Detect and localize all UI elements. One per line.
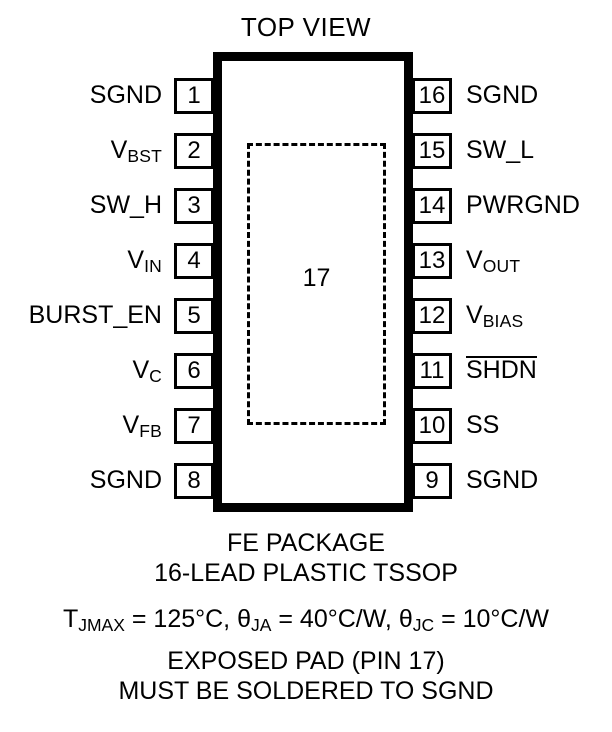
pin-box-3[interactable]: 3 xyxy=(174,188,214,224)
pin-label-overline: SHDN xyxy=(466,356,537,384)
theta-jc-symbol: θ xyxy=(398,605,413,633)
pin-label-14: PWRGND xyxy=(466,190,580,220)
pin-box-10[interactable]: 10 xyxy=(412,408,452,444)
pin-box-7[interactable]: 7 xyxy=(174,408,214,444)
tjmax-subscript: JMAX xyxy=(78,615,125,636)
pin-label-text: V xyxy=(466,246,483,274)
pin-label-subscript: FB xyxy=(139,421,162,442)
pin-label-text: V xyxy=(132,356,150,384)
pin-box-12[interactable]: 12 xyxy=(412,298,452,334)
pin-number: 1 xyxy=(187,82,201,109)
pin-label-8: SGND xyxy=(90,465,162,495)
caption-solder-note: MUST BE SOLDERED TO SGND xyxy=(118,677,494,705)
pin-label-text: SGND xyxy=(466,466,539,494)
pin-number: 13 xyxy=(418,247,446,274)
caption-package-name: FE PACKAGE xyxy=(227,529,385,557)
pin-number: 5 xyxy=(187,302,201,329)
pin-box-8[interactable]: 8 xyxy=(174,463,214,499)
pin-box-6[interactable]: 6 xyxy=(174,353,214,389)
exposed-pad-number: 17 xyxy=(302,264,331,292)
pin-label-5: BURST_EN xyxy=(29,300,162,330)
page-title: TOP VIEW xyxy=(240,12,372,42)
pin-label-15: SW_L xyxy=(466,135,534,165)
pin-label-9: SGND xyxy=(466,465,538,495)
pin-number: 8 xyxy=(187,467,201,494)
theta-ja-symbol: θ xyxy=(237,605,251,633)
pin-label-11: SHDN xyxy=(466,355,537,385)
pin-number: 6 xyxy=(187,357,201,384)
pin-label-text: SGND xyxy=(89,81,162,109)
pin-label-subscript: BST xyxy=(127,146,162,167)
tjmax-value: = 125°C, xyxy=(124,605,238,633)
caption-exposed-pad-note: EXPOSED PAD (PIN 17) xyxy=(167,647,445,675)
caption-package-type: 16-LEAD PLASTIC TSSOP xyxy=(154,559,458,587)
pin-label-12: VBIAS xyxy=(466,300,523,332)
pin-box-11[interactable]: 11 xyxy=(412,353,452,389)
pin-box-14[interactable]: 14 xyxy=(412,188,452,224)
pin-box-16[interactable]: 16 xyxy=(412,78,452,114)
pin-label-10: SS xyxy=(466,410,499,440)
pin-label-7: VFB xyxy=(123,410,162,442)
pin-label-text: SGND xyxy=(89,466,162,494)
pin-number: 9 xyxy=(425,467,439,494)
pin-label-text: BURST_EN xyxy=(28,301,162,329)
pin-label-2: VBST xyxy=(111,135,162,167)
pin-number: 14 xyxy=(418,192,446,219)
pin-label-text: V xyxy=(110,136,128,164)
pin-label-text: SS xyxy=(466,411,500,439)
pin-number: 7 xyxy=(187,412,201,439)
theta-jc-value: = 10°C/W xyxy=(434,605,550,633)
pin-number: 10 xyxy=(418,412,446,439)
pin-number: 11 xyxy=(419,357,445,384)
pin-box-13[interactable]: 13 xyxy=(412,243,452,279)
pin-box-1[interactable]: 1 xyxy=(174,78,214,114)
pin-label-text: SGND xyxy=(466,81,539,109)
pin-number: 3 xyxy=(187,192,201,219)
package-body-outline xyxy=(213,52,413,512)
theta-jc-subscript: JC xyxy=(412,615,435,636)
pin-label-subscript: BIAS xyxy=(482,311,524,332)
theta-ja-subscript: JA xyxy=(250,615,272,636)
pin-box-4[interactable]: 4 xyxy=(174,243,214,279)
pin-label-text: SW_H xyxy=(89,191,162,219)
pin-label-6: VC xyxy=(132,355,162,387)
pin-label-16: SGND xyxy=(466,80,538,110)
pin-number: 4 xyxy=(187,247,201,274)
pin-box-2[interactable]: 2 xyxy=(174,133,214,169)
pin-label-1: SGND xyxy=(90,80,162,110)
pin-label-text: V xyxy=(122,411,140,439)
pin-label-13: VOUT xyxy=(466,245,520,277)
pin-label-subscript: C xyxy=(149,366,162,387)
pin-label-subscript: IN xyxy=(144,256,162,277)
pin-label-text: V xyxy=(466,301,483,329)
exposed-pad-outline xyxy=(247,143,386,425)
pin-label-4: VIN xyxy=(127,245,162,277)
tjmax-symbol: T xyxy=(62,605,79,633)
pin-label-text: V xyxy=(127,246,145,274)
theta-ja-value: = 40°C/W, xyxy=(271,605,399,633)
pin-label-text: SW_L xyxy=(466,136,535,164)
pin-box-5[interactable]: 5 xyxy=(174,298,214,334)
caption-thermal-spec: TJMAX = 125°C, θJA = 40°C/W, θJC = 10°C/… xyxy=(0,604,612,636)
pin-number: 12 xyxy=(418,302,446,329)
pin-box-15[interactable]: 15 xyxy=(412,133,452,169)
pin-number: 15 xyxy=(418,137,446,164)
pin-number: 16 xyxy=(418,82,446,109)
pin-label-3: SW_H xyxy=(90,190,162,220)
pin-label-subscript: OUT xyxy=(482,256,521,277)
pin-label-text: PWRGND xyxy=(466,191,580,219)
pin-label-text: SHDN xyxy=(466,356,537,384)
pin-box-9[interactable]: 9 xyxy=(412,463,452,499)
pin-number: 2 xyxy=(187,137,201,164)
